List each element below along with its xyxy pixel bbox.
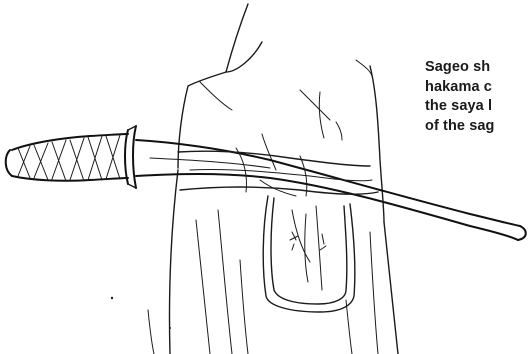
sword-saya — [136, 140, 526, 240]
caption-line-3: the saya l — [425, 97, 530, 117]
caption-line-2: hakama c — [425, 78, 530, 98]
caption-line-4: of the sag — [425, 117, 530, 137]
caption-line-1: Sageo sh — [425, 58, 530, 78]
sword-handle — [6, 126, 136, 188]
obi-wraps — [178, 148, 378, 196]
caption-text: Sageo sh hakama c the saya l of the sag — [425, 58, 530, 136]
hakama-markings — [111, 232, 326, 329]
sageo-cord — [260, 180, 355, 312]
